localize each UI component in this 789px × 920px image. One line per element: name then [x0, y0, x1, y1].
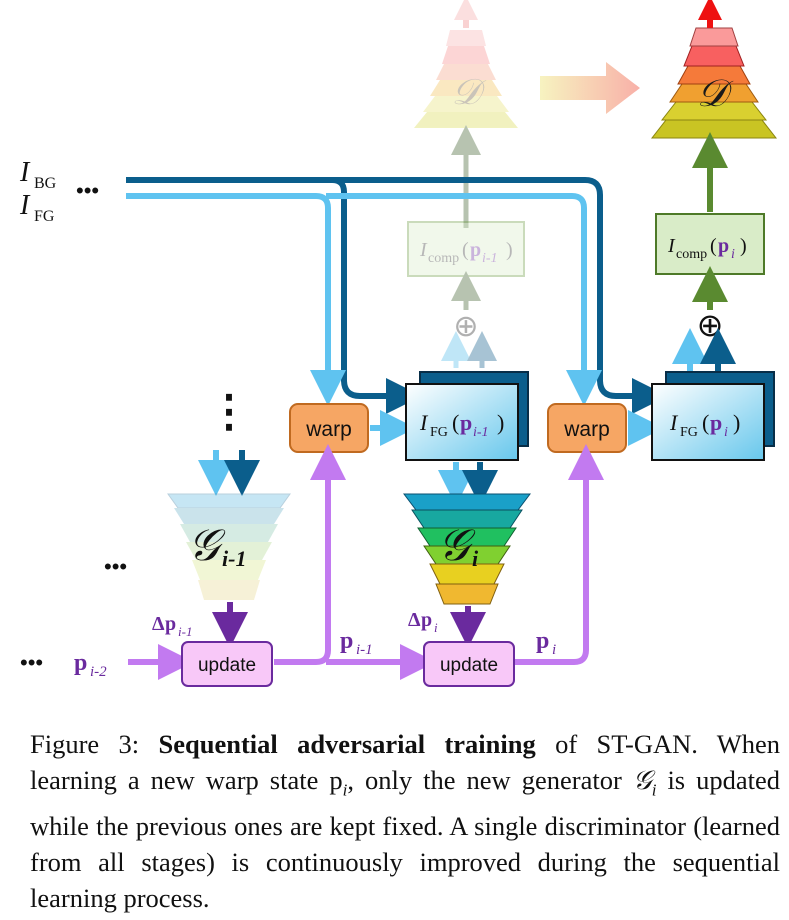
comp-box-previous: I comp ( p i-1 ): [407, 221, 525, 277]
svg-text:(: (: [702, 410, 709, 435]
caption-rest: is updated while the previous ones are k…: [30, 765, 781, 914]
caption-g-symbol: 𝒢: [632, 765, 652, 795]
svg-text:i: i: [472, 546, 479, 571]
svg-text:(: (: [462, 239, 469, 261]
svg-text:(: (: [710, 235, 717, 257]
svg-text:BG: BG: [34, 175, 57, 192]
transition-arrow: [540, 62, 640, 114]
svg-text:p: p: [536, 628, 549, 654]
svg-text:i-1: i-1: [482, 251, 498, 266]
input-dots: •••: [76, 178, 99, 203]
svg-text:warp: warp: [305, 418, 352, 441]
svg-text:warp: warp: [563, 418, 610, 441]
fg-box-previous: I FG ( p i-1 ): [405, 371, 529, 461]
svg-text:p: p: [340, 628, 353, 654]
svg-text:p: p: [421, 609, 432, 631]
caption-body-sub: i: [342, 780, 348, 800]
composite-operator-previous: ⊕: [441, 271, 497, 368]
p-prev-to-warp-arrow: [274, 444, 346, 665]
caption-lead: of ST-GAN.: [555, 729, 698, 759]
svg-text:Δ: Δ: [408, 609, 421, 631]
p-input-dots: •••: [20, 650, 43, 675]
comp-box-current: I comp ( p i ): [655, 213, 765, 275]
svg-text:): ): [740, 235, 747, 257]
warp-box-previous: warp: [289, 403, 369, 453]
svg-text:I: I: [19, 190, 31, 221]
svg-text:(: (: [452, 410, 459, 435]
svg-text:): ): [506, 239, 513, 261]
svg-text:p: p: [710, 410, 722, 435]
caption-body: When learning a new warp state p: [30, 729, 780, 795]
input-labels: I BG I FG •••: [19, 157, 99, 225]
diagram: 𝒟 𝒟 I BG I FG ••• I comp ( p i-1 ): [19, 0, 778, 687]
svg-text:I: I: [667, 235, 676, 257]
fg-box-current: I FG ( p i ): [651, 371, 775, 461]
generator-previous: 𝒢 i-1: [167, 493, 291, 600]
discriminator-previous: 𝒟: [414, 0, 518, 128]
svg-text:FG: FG: [430, 425, 448, 440]
svg-text:p: p: [460, 410, 472, 435]
svg-text:): ): [497, 410, 504, 435]
delta-prev-label: Δ p i-1: [152, 613, 192, 639]
svg-text:⊕: ⊕: [697, 307, 724, 343]
vertical-dots: ⋮: [207, 387, 251, 436]
caption-body2: , only the new generator: [347, 765, 622, 795]
p-im1-label: p i-1: [340, 628, 373, 658]
svg-text:i-2: i-2: [90, 664, 107, 680]
svg-text:i-1: i-1: [473, 425, 489, 440]
p-im2-label: p i-2: [74, 650, 107, 680]
svg-text:i-1: i-1: [222, 546, 246, 571]
svg-text:comp: comp: [676, 247, 707, 262]
svg-text:update: update: [440, 655, 498, 676]
svg-text:): ): [733, 410, 740, 435]
generator-current: 𝒢 i: [403, 493, 531, 605]
delta-cur-label: Δ p i: [408, 609, 438, 635]
svg-text:i: i: [552, 642, 556, 658]
svg-text:FG: FG: [680, 425, 698, 440]
svg-text:p: p: [74, 650, 87, 676]
svg-text:I: I: [669, 410, 679, 435]
fg-line-prev: [126, 193, 346, 406]
svg-text:i: i: [731, 247, 735, 262]
discriminator-current: 𝒟: [650, 0, 778, 139]
caption-title: Sequential adversarial training: [158, 729, 536, 759]
caption-g-sub: i: [651, 780, 657, 800]
svg-text:I: I: [19, 157, 31, 188]
svg-text:comp: comp: [428, 251, 459, 266]
fg-line-cur: [326, 193, 602, 406]
svg-text:p: p: [470, 239, 481, 261]
svg-text:Δ: Δ: [152, 613, 165, 635]
svg-text:I: I: [419, 410, 429, 435]
p-i-label: p i: [536, 628, 556, 658]
svg-text:i: i: [434, 620, 438, 635]
p-cur-to-warp-arrow: [514, 444, 604, 665]
svg-text:FG: FG: [34, 208, 55, 225]
caption-fig-label: Figure 3:: [30, 729, 140, 759]
svg-text:i-1: i-1: [178, 624, 192, 639]
svg-text:i: i: [724, 425, 728, 440]
bg-line-cur: [330, 177, 668, 414]
bg-line-prev: [126, 177, 422, 414]
svg-text:i-1: i-1: [356, 642, 373, 658]
svg-text:p: p: [165, 613, 176, 635]
svg-text:update: update: [198, 655, 256, 676]
update-box-current: update: [423, 641, 515, 687]
svg-text:I: I: [419, 239, 428, 261]
warp-box-current: warp: [547, 403, 627, 453]
generator-left-dots: •••: [104, 554, 127, 579]
composite-operator-current: ⊕: [672, 266, 736, 372]
update-box-previous: update: [181, 641, 273, 687]
svg-text:p: p: [718, 235, 729, 257]
svg-text:⊕: ⊕: [453, 310, 478, 343]
figure-caption: Figure 3: Sequential adversarial trainin…: [30, 726, 780, 916]
